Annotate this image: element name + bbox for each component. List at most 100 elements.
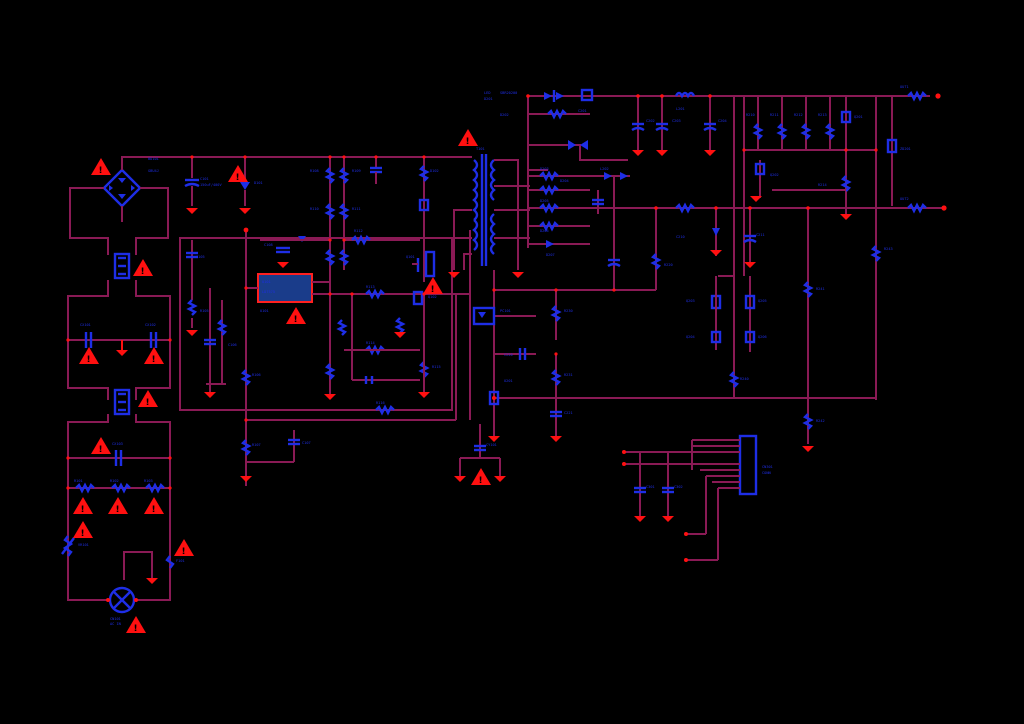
pwm-controller-ic: U101 LD7575 (257, 273, 313, 303)
svg-text:!: ! (466, 137, 470, 147)
svg-text:C202: C202 (646, 119, 655, 123)
warning-triangle-icon: ! (73, 497, 93, 515)
warning-triangle-icon: ! (126, 616, 146, 634)
warning-triangle-icon: ! (144, 347, 164, 365)
svg-text:CN101: CN101 (110, 617, 121, 621)
svg-text:!: ! (294, 315, 298, 325)
bridge-rectifier (102, 168, 142, 208)
svg-text:D202: D202 (500, 113, 509, 117)
svg-text:U201: U201 (504, 379, 513, 383)
svg-text:Q202: Q202 (770, 173, 779, 177)
feedback-section: PC101 C220 R230 R231 C221 U201 Q203 Q (472, 96, 893, 452)
svg-text:R103: R103 (144, 479, 153, 483)
x-capacitor-1: CX101 (80, 323, 93, 348)
svg-text:CX103: CX103 (112, 442, 123, 446)
svg-text:R241: R241 (816, 287, 825, 291)
junction-nodes (190, 148, 878, 422)
svg-text:OUT1: OUT1 (900, 85, 909, 89)
warning-triangle-icon: ! (108, 497, 128, 515)
output-diode-1: LED SBR20200 D201 D202 (484, 90, 564, 117)
secondary-rail-1: LED SBR20200 D201 D202 C201 L201 C202 C2… (484, 85, 941, 171)
secondary-rail-2: D203 D204 D205 D206 D207 L202 R220 C210 … (494, 150, 947, 444)
startup-resistor-chain: R108 R109 R110 R111 (310, 157, 361, 400)
svg-text:U101: U101 (262, 280, 271, 284)
svg-text:!: ! (236, 173, 240, 183)
svg-text:D204: D204 (560, 179, 569, 183)
divider-bank: R210 R211 R212 R213 Q201 ZD201 Q202 R214 (743, 96, 911, 400)
svg-text:C211: C211 (756, 233, 765, 237)
svg-text:R112: R112 (354, 229, 363, 233)
warning-markers: ! ! ! ! ! ! ! ! ! ! ! ! ! ! ! ! (73, 129, 491, 634)
common-mode-choke-2 (113, 388, 131, 416)
svg-text:ZD201: ZD201 (900, 147, 911, 151)
warning-triangle-icon: ! (471, 468, 491, 486)
svg-text:F101: F101 (176, 559, 185, 563)
svg-text:R105: R105 (200, 309, 209, 313)
svg-text:R243: R243 (884, 247, 893, 251)
svg-text:R240: R240 (740, 377, 749, 381)
svg-text:CONN: CONN (762, 471, 771, 475)
svg-text:!: ! (116, 505, 120, 515)
optocoupler: PC101 (472, 306, 511, 326)
svg-text:!: ! (99, 445, 103, 455)
svg-text:C302: C302 (674, 485, 683, 489)
bulk-section: C101 150uF/400V D101 BD101 GBU4J (148, 157, 263, 214)
fuse: F101 (165, 555, 185, 569)
svg-text:AC IN: AC IN (110, 622, 121, 626)
svg-text:CN301: CN301 (762, 465, 773, 469)
warning-triangle-icon: ! (73, 521, 93, 539)
bulk-capacitor: C101 150uF/400V (184, 157, 222, 214)
svg-text:C108: C108 (264, 243, 273, 247)
svg-text:SBR20200: SBR20200 (500, 91, 517, 95)
current-sense: Q102 (412, 290, 437, 306)
svg-text:Q102: Q102 (428, 295, 437, 299)
input-filter-section: CX101 CX102 CX103 (61, 156, 460, 626)
warning-triangle-icon: ! (133, 259, 153, 277)
svg-text:!: ! (99, 166, 103, 176)
warning-triangle-icon: ! (91, 437, 111, 455)
svg-text:LD7575: LD7575 (262, 290, 275, 294)
svg-text:R212: R212 (794, 113, 803, 117)
warning-triangle-icon: ! (458, 129, 478, 147)
svg-text:Q206: Q206 (758, 335, 767, 339)
svg-text:R231: R231 (564, 373, 573, 377)
svg-text:!: ! (152, 355, 156, 365)
svg-text:Q203: Q203 (686, 299, 695, 303)
svg-text:!: ! (431, 285, 435, 295)
opto-ground: CY101 (454, 424, 506, 482)
thermistor: D101 (239, 157, 263, 214)
svg-text:R113: R113 (366, 285, 375, 289)
svg-text:Q101: Q101 (406, 255, 415, 259)
svg-text:!: ! (146, 398, 150, 408)
svg-text:C204: C204 (718, 119, 727, 123)
svg-text:R108: R108 (310, 169, 319, 173)
svg-text:R101: R101 (74, 479, 83, 483)
svg-text:PC101: PC101 (500, 309, 511, 313)
svg-text:!: ! (81, 529, 85, 539)
svg-text:VR101: VR101 (78, 543, 89, 547)
svg-text:CY101: CY101 (486, 443, 497, 447)
warning-triangle-icon: ! (138, 390, 158, 408)
svg-text:R106: R106 (252, 373, 261, 377)
svg-text:C201: C201 (578, 109, 587, 113)
svg-text:!: ! (182, 547, 186, 557)
svg-text:L202: L202 (600, 167, 609, 171)
snubber-network: R112 D102 R113 R114 R115 R116 (336, 157, 441, 416)
output-connector-section: C301 C302 CN301 CONN (622, 434, 773, 562)
svg-text:R102: R102 (110, 479, 119, 483)
warning-triangle-icon: ! (91, 158, 111, 176)
gnd-ac (146, 578, 158, 584)
svg-text:OUT2: OUT2 (900, 197, 909, 201)
warning-triangle-icon: ! (79, 347, 99, 365)
svg-text:D205: D205 (540, 199, 549, 203)
svg-text:R115: R115 (432, 365, 441, 369)
svg-text:BD101: BD101 (148, 157, 159, 161)
svg-text:!: ! (152, 505, 156, 515)
svg-text:!: ! (479, 476, 483, 486)
svg-text:R114: R114 (366, 341, 375, 345)
svg-text:R116: R116 (376, 401, 385, 405)
svg-text:C221: C221 (564, 411, 573, 415)
svg-text:D102: D102 (430, 169, 439, 173)
svg-text:GBU4J: GBU4J (148, 169, 159, 173)
svg-text:R214: R214 (818, 183, 827, 187)
